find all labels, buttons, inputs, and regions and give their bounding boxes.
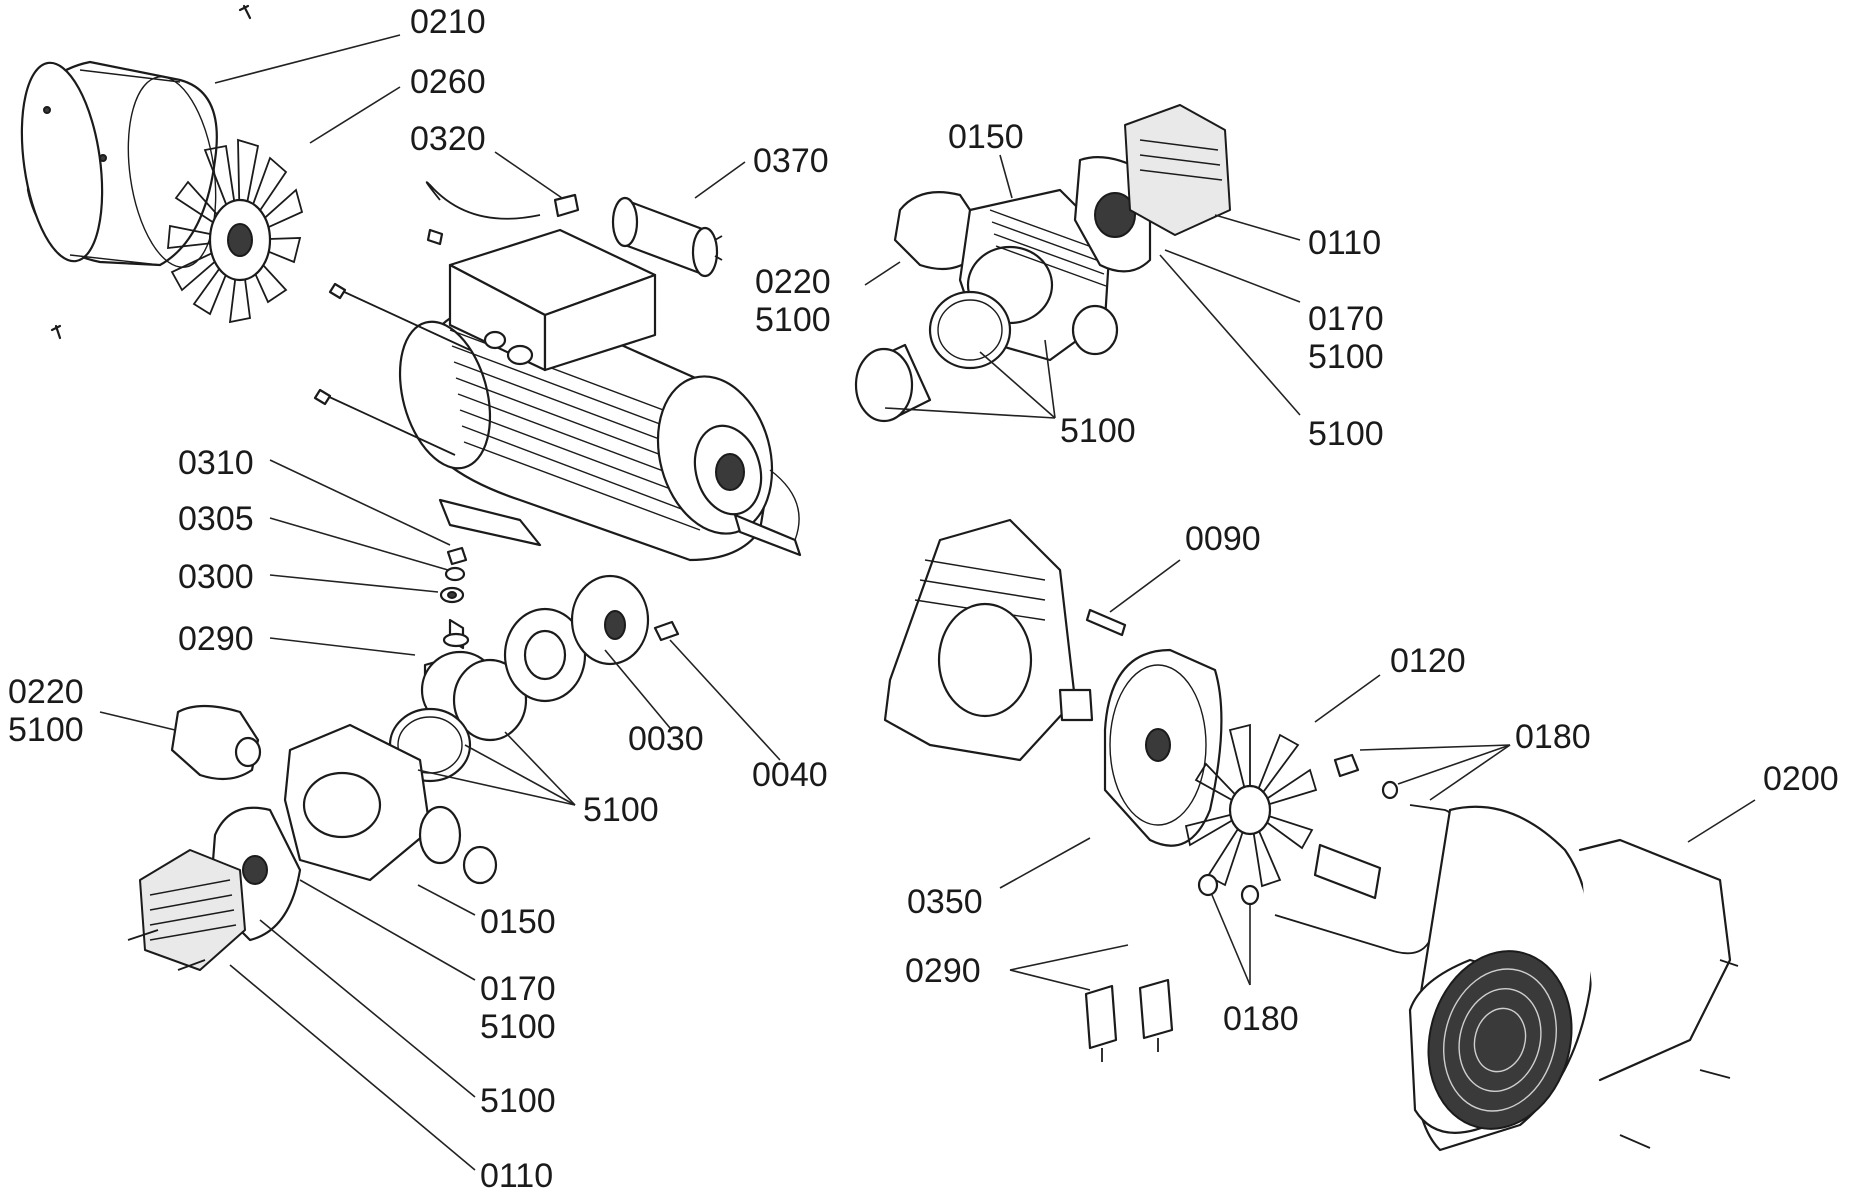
fan-shroud-ring bbox=[20, 4, 252, 340]
callout-part-number: 5100 bbox=[480, 1008, 556, 1046]
callout-part-number: 0090 bbox=[1185, 520, 1261, 558]
callout-part-number: 5100 bbox=[1308, 338, 1384, 376]
callout-part-number: 5100 bbox=[1308, 415, 1384, 453]
callout-part-number: 0110 bbox=[480, 1157, 553, 1195]
callout-label: 5100 bbox=[583, 791, 659, 829]
callout-label: 0310 bbox=[178, 444, 254, 482]
callout-label: 0090 bbox=[1185, 520, 1261, 558]
callout-part-number: 0320 bbox=[410, 120, 486, 158]
callout-label: 0030 bbox=[628, 720, 704, 758]
right-top-head-assembly bbox=[854, 104, 1231, 423]
callout-part-number: 0110 bbox=[1308, 224, 1381, 262]
callout-part-number: 0200 bbox=[1763, 760, 1839, 798]
callout-label: 0200 bbox=[1763, 760, 1839, 798]
callout-part-number: 0310 bbox=[178, 444, 254, 482]
callout-part-number: 0150 bbox=[948, 118, 1024, 156]
callout-label: 5100 bbox=[1060, 412, 1136, 450]
callout-part-number: 0300 bbox=[178, 558, 254, 596]
callout-part-number: 0350 bbox=[907, 883, 983, 921]
fan-cover bbox=[1408, 805, 1739, 1152]
callout-label: 0210 bbox=[410, 3, 486, 41]
leader-lines bbox=[99, 34, 1756, 1171]
callout-label: 0320 bbox=[410, 120, 486, 158]
callout-part-number: 0170 bbox=[1308, 300, 1384, 338]
callout-label: 0110 bbox=[1308, 224, 1381, 262]
callout-label: 0290 bbox=[178, 620, 254, 658]
callout-part-number: 0180 bbox=[1223, 1000, 1299, 1038]
callout-part-number: 5100 bbox=[755, 301, 831, 339]
callout-part-number: 0040 bbox=[752, 756, 828, 794]
callout-part-number: 0290 bbox=[178, 620, 254, 658]
callout-label: 0350 bbox=[907, 883, 983, 921]
fan-plate-and-fan bbox=[1084, 648, 1458, 1062]
callout-part-number: 0150 bbox=[480, 903, 556, 941]
callout-label: 0305 bbox=[178, 500, 254, 538]
callout-part-number: 0180 bbox=[1515, 718, 1591, 756]
callout-part-number: 0030 bbox=[628, 720, 704, 758]
callout-part-number: 0120 bbox=[1390, 642, 1466, 680]
callout-label: 0120 bbox=[1390, 642, 1466, 680]
callout-label: 0110 bbox=[480, 1157, 553, 1195]
callout-label: 0180 bbox=[1223, 1000, 1299, 1038]
callout-part-number: 0370 bbox=[753, 142, 829, 180]
left-head-assembly bbox=[127, 704, 498, 971]
callout-part-number: 0290 bbox=[905, 952, 981, 990]
callout-label: 0260 bbox=[410, 63, 486, 101]
callout-part-number: 0210 bbox=[410, 3, 486, 41]
lower-left-cylinder-group bbox=[388, 546, 680, 783]
callout-part-number: 5100 bbox=[480, 1082, 556, 1120]
crankcase bbox=[883, 518, 1127, 762]
callout-part-number: 0220 bbox=[755, 263, 831, 301]
callout-label: 0150 bbox=[480, 903, 556, 941]
capacitor bbox=[611, 196, 723, 278]
callout-part-number: 5100 bbox=[8, 711, 84, 749]
callout-part-number: 0305 bbox=[178, 500, 254, 538]
electric-motor bbox=[313, 181, 802, 562]
callout-label: 5100 bbox=[480, 1082, 556, 1120]
callout-label: 0150 bbox=[948, 118, 1024, 156]
callout-label: 5100 bbox=[1308, 415, 1384, 453]
callout-part-number: 5100 bbox=[1060, 412, 1136, 450]
callout-label: 0300 bbox=[178, 558, 254, 596]
callout-part-number: 0220 bbox=[8, 673, 84, 711]
callout-label: 0370 bbox=[753, 142, 829, 180]
callout-label: 0180 bbox=[1515, 718, 1591, 756]
callout-part-number: 0260 bbox=[410, 63, 486, 101]
callout-part-number: 5100 bbox=[583, 791, 659, 829]
callout-part-number: 0170 bbox=[480, 970, 556, 1008]
cooling-fan bbox=[167, 138, 304, 324]
callout-label: 0290 bbox=[905, 952, 981, 990]
callout-label: 0040 bbox=[752, 756, 828, 794]
